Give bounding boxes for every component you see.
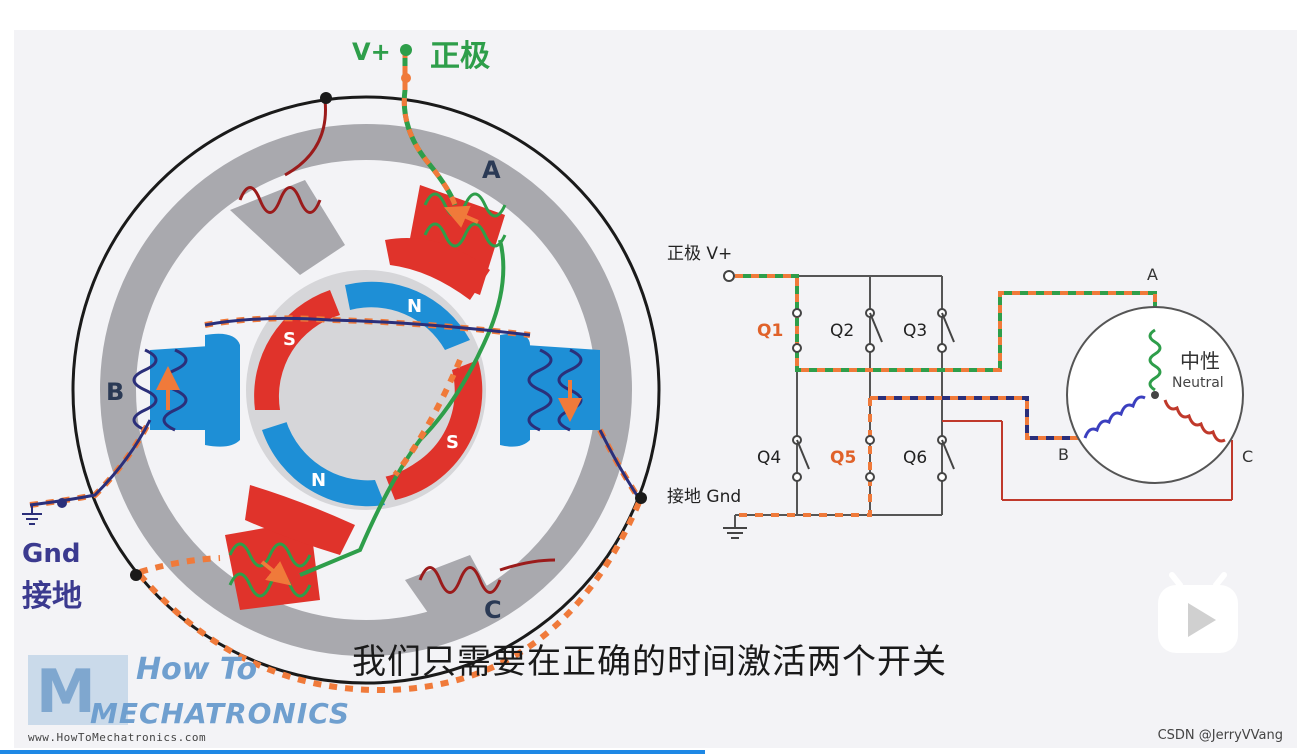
switch-q5-label: Q5	[830, 448, 856, 468]
current-arrow-c	[260, 560, 292, 586]
logo-line2: MECHATRONICS	[90, 697, 350, 730]
circuit-active-path	[735, 274, 1157, 517]
winding-c	[1163, 399, 1226, 443]
coil-green-a	[423, 192, 507, 248]
howtomechatronics-logo: M	[28, 655, 128, 727]
vplus-terminal-circuit	[723, 270, 735, 282]
phase-b-label: B	[106, 378, 124, 406]
phase-a-label: A	[482, 156, 501, 184]
junction-dot-left	[130, 569, 142, 581]
switch-q1-label: Q1	[757, 321, 783, 341]
active-path-positive	[299, 50, 506, 577]
vplus-terminal	[400, 44, 412, 56]
gnd-terminal	[57, 498, 67, 508]
coil-navy-b-left	[132, 348, 188, 432]
csdn-watermark: CSDN @JerryVVang	[1157, 728, 1283, 743]
rotor-pole-n-1: N	[407, 296, 422, 317]
ground-icon-circuit	[723, 527, 747, 539]
circuit-phase-c: C	[1242, 447, 1253, 466]
switch-q2-label: Q2	[830, 321, 854, 341]
rotor-pole-n-2: N	[311, 470, 326, 491]
video-subtitle: 我们只需要在正确的时间激活两个开关	[352, 642, 947, 682]
neutral-cn-label: 中性	[1180, 349, 1220, 373]
svg-text:M: M	[36, 657, 96, 727]
stator-ring	[100, 124, 632, 656]
circuit-phase-b: B	[1058, 445, 1069, 464]
phase-c-label: C	[484, 596, 502, 624]
neutral-en-label: Neutral	[1172, 375, 1224, 391]
logo-line1: How To	[136, 652, 258, 687]
neutral-point	[1151, 391, 1159, 399]
winding-b	[1083, 395, 1146, 439]
coil-red-top	[238, 99, 327, 214]
circuit-phase-a: A	[1147, 265, 1158, 284]
logo-site-url: www.HowToMechatronics.com	[28, 731, 207, 744]
video-progress-bar[interactable]	[0, 750, 706, 754]
switch-q4-label: Q4	[757, 448, 781, 468]
circuit-positive-label: 正极 V+	[667, 244, 732, 264]
vplus-label: V+	[352, 38, 391, 66]
gnd-label: Gnd	[22, 539, 80, 569]
winding-a	[1148, 328, 1162, 392]
junction-dot-top	[320, 92, 332, 104]
ground-icon	[22, 506, 42, 525]
outer-circle	[71, 95, 661, 685]
rotor-pole-s-1: S	[283, 329, 296, 350]
switch-symbols	[792, 308, 955, 482]
positive-label: 正极	[430, 39, 490, 74]
current-arrow-a	[443, 205, 479, 228]
pole-a-red	[385, 185, 505, 300]
ground-cn-label: 接地	[22, 579, 82, 614]
phase-c-wire	[942, 420, 1233, 501]
switch-q3-label: Q3	[903, 321, 927, 341]
vplus-node	[401, 73, 411, 83]
switch-q6-label: Q6	[903, 448, 927, 468]
bilibili-play-icon[interactable]	[1158, 572, 1238, 653]
rotor-pole-s-2: S	[446, 432, 459, 453]
coil-red-bottom	[418, 558, 556, 594]
junction-dot-right	[635, 492, 647, 504]
circuit-ground-label: 接地 Gnd	[667, 487, 741, 507]
rotor-center	[282, 311, 450, 479]
